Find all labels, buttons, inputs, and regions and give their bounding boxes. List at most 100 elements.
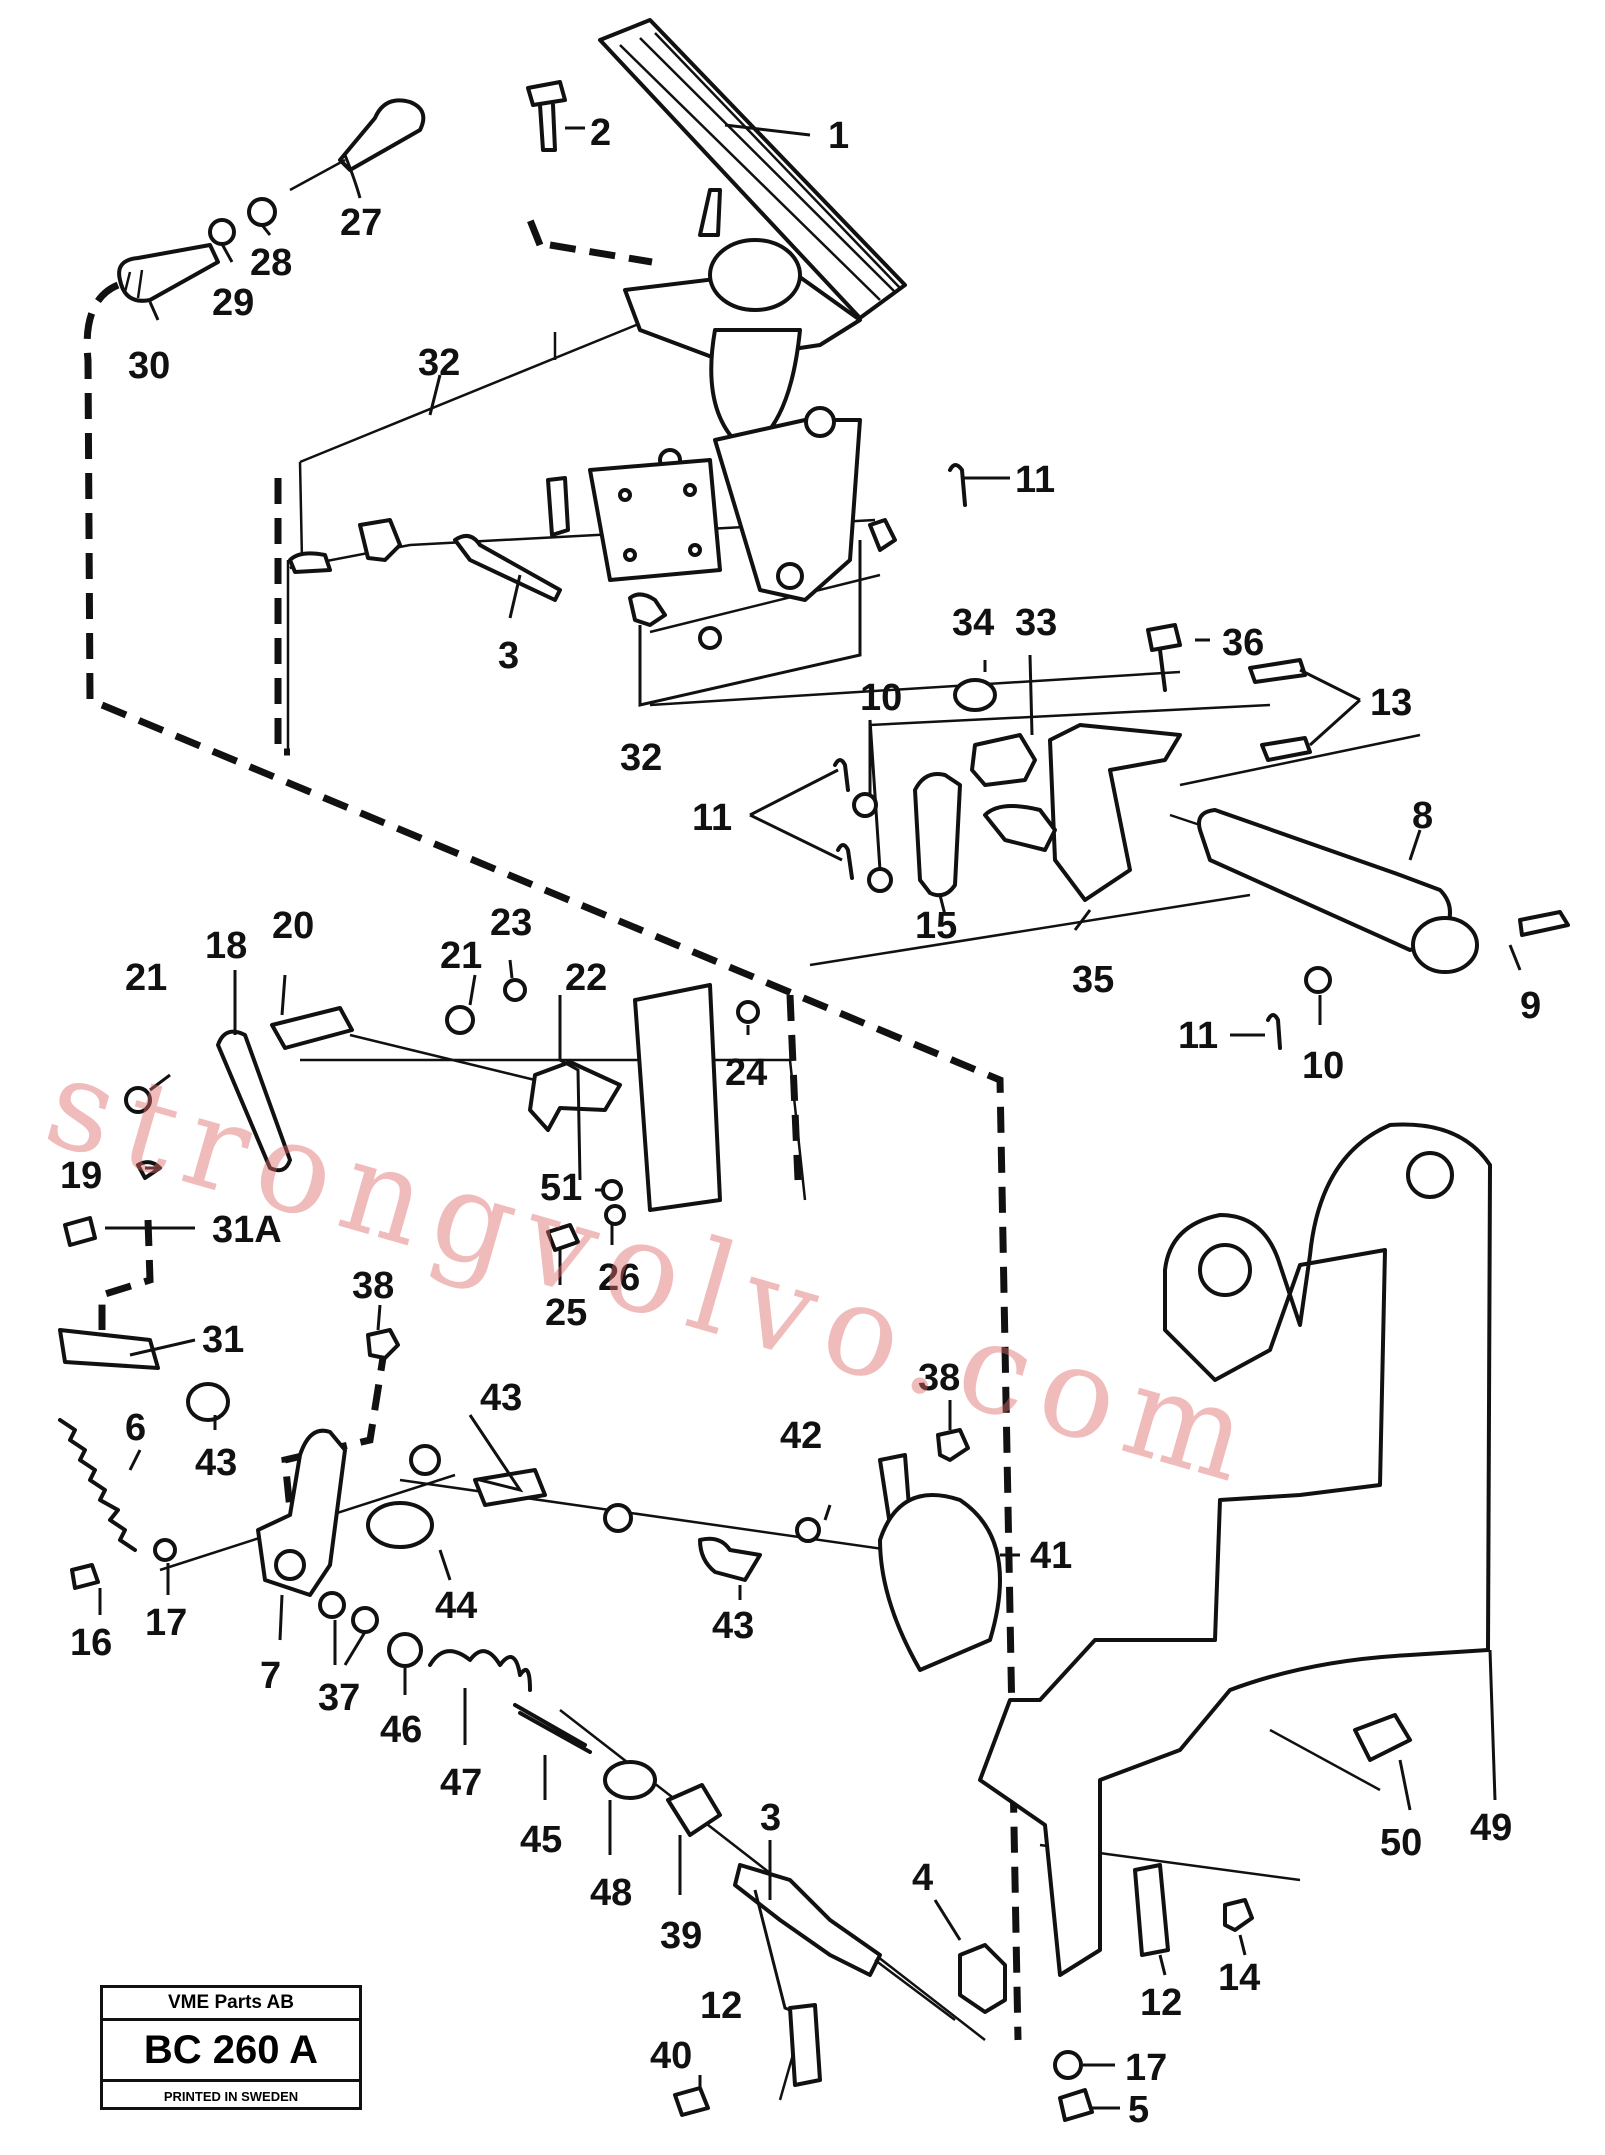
- label-26: 26: [598, 1257, 640, 1299]
- label-45: 45: [520, 1819, 562, 1861]
- cotter-pin-11c: [836, 843, 854, 880]
- knob-27: [289, 98, 426, 192]
- bolt-50: [1353, 1713, 1412, 1762]
- washer-28: [247, 197, 277, 227]
- rod-20: [349, 1033, 536, 1082]
- lever-18: [216, 1029, 292, 1173]
- horn-41: [878, 1493, 1002, 1672]
- washer-26: [604, 1204, 626, 1226]
- cable-3: [733, 1863, 882, 1977]
- label-39: 39: [660, 1915, 702, 1957]
- label-25: 25: [545, 1292, 587, 1334]
- label-9: 9: [1520, 985, 1541, 1027]
- pivot-7: [274, 1549, 306, 1581]
- block-33: [970, 733, 1037, 787]
- screw-21b: [445, 1005, 475, 1035]
- label-34: 34: [952, 602, 994, 644]
- spring-6: [58, 1418, 137, 1552]
- label-10a: 10: [860, 677, 902, 719]
- accelerator-pedal: [598, 18, 907, 602]
- label-12a: 12: [700, 1985, 742, 2027]
- label-3b: 3: [760, 1797, 781, 1839]
- label-2: 2: [590, 112, 611, 154]
- label-43b: 43: [480, 1377, 522, 1419]
- stamp-code: BC 260 A: [103, 2021, 359, 2082]
- nut-24: [736, 1000, 760, 1024]
- cotter-pin-11a: [948, 463, 967, 507]
- label-11a: 11: [1015, 459, 1055, 501]
- stamp-company: VME Parts AB: [103, 1988, 359, 2021]
- label-18: 18: [205, 925, 247, 967]
- threaded-rod-45: [513, 1703, 592, 1754]
- nut-38a: [366, 1328, 400, 1360]
- label-1: 1: [828, 115, 849, 157]
- label-38b: 38: [918, 1357, 960, 1399]
- label-21a: 21: [125, 957, 167, 999]
- label-46: 46: [380, 1709, 422, 1751]
- bracket-plate-32: [288, 458, 897, 650]
- label-3a: 3: [498, 635, 519, 677]
- label-47: 47: [440, 1762, 482, 1804]
- label-15: 15: [915, 905, 957, 947]
- pins-13: [1248, 658, 1312, 762]
- label-11c: 11: [1178, 1015, 1218, 1057]
- label-31: 31: [202, 1319, 244, 1361]
- washer-42: [795, 1517, 821, 1543]
- nut-37a: [318, 1591, 346, 1619]
- label-31a: 31A: [212, 1209, 282, 1251]
- washer-17b: [1053, 2050, 1083, 2080]
- label-28: 28: [250, 242, 292, 284]
- label-leaders: [98, 123, 1522, 2110]
- cable-3-wire: [874, 1959, 956, 2021]
- clip-19: [136, 1160, 162, 1180]
- pin-9: [1518, 910, 1570, 937]
- label-4: 4: [912, 1857, 933, 1899]
- label-21b: 21: [440, 935, 482, 977]
- nut-39: [666, 1783, 722, 1837]
- cable-end-30: [117, 243, 220, 303]
- label-22: 22: [565, 957, 607, 999]
- nut-38b: [936, 1428, 970, 1462]
- nut-14: [1223, 1898, 1254, 1932]
- washer-46: [387, 1632, 423, 1668]
- label-27: 27: [340, 202, 382, 244]
- screw-21a: [124, 1086, 152, 1114]
- label-13: 13: [1370, 682, 1412, 724]
- washer-23: [503, 978, 527, 1002]
- nut-43b-end: [409, 1444, 441, 1476]
- label-40: 40: [650, 2035, 692, 2077]
- label-17b: 17: [1125, 2047, 1167, 2089]
- bushing-34: [953, 678, 997, 712]
- drawing-stamp: VME Parts AB BC 260 A PRINTED IN SWEDEN: [100, 1985, 362, 2110]
- label-38a: 38: [352, 1265, 394, 1307]
- label-10b: 10: [1302, 1045, 1344, 1087]
- label-16: 16: [70, 1622, 112, 1664]
- plate-22: [633, 983, 722, 1212]
- label-19: 19: [60, 1155, 102, 1197]
- mounting-plate-49: [978, 1122, 1492, 1977]
- label-24: 24: [725, 1052, 767, 1094]
- label-50: 50: [1380, 1822, 1422, 1864]
- label-17a: 17: [145, 1602, 187, 1644]
- bolt-36-shank: [1158, 648, 1167, 692]
- stamp-footer: PRINTED IN SWEDEN: [163, 2089, 299, 2104]
- label-5: 5: [1128, 2089, 1149, 2131]
- ball-joint-43c: [698, 1536, 762, 1582]
- label-33: 33: [1015, 602, 1057, 644]
- nut-29: [208, 218, 236, 246]
- bolt-5: [1058, 2088, 1094, 2122]
- label-43c: 43: [712, 1605, 754, 1647]
- label-42: 42: [780, 1415, 822, 1457]
- assembly-axis-lines: [159, 310, 1421, 2101]
- bolt-25: [546, 1223, 580, 1252]
- cotter-pin-11b: [833, 758, 850, 792]
- hole-49a: [1198, 1243, 1252, 1297]
- link-15: [913, 772, 962, 898]
- label-14: 14: [1218, 1957, 1260, 1999]
- label-12b: 12: [1140, 1982, 1182, 2024]
- label-20: 20: [272, 905, 314, 947]
- part-labels: 1 2 27 28 29 30 32 3 32 11 34 33 36 13 1…: [60, 112, 1541, 2131]
- washer-17a: [153, 1538, 177, 1562]
- bracket-22: [528, 1060, 622, 1132]
